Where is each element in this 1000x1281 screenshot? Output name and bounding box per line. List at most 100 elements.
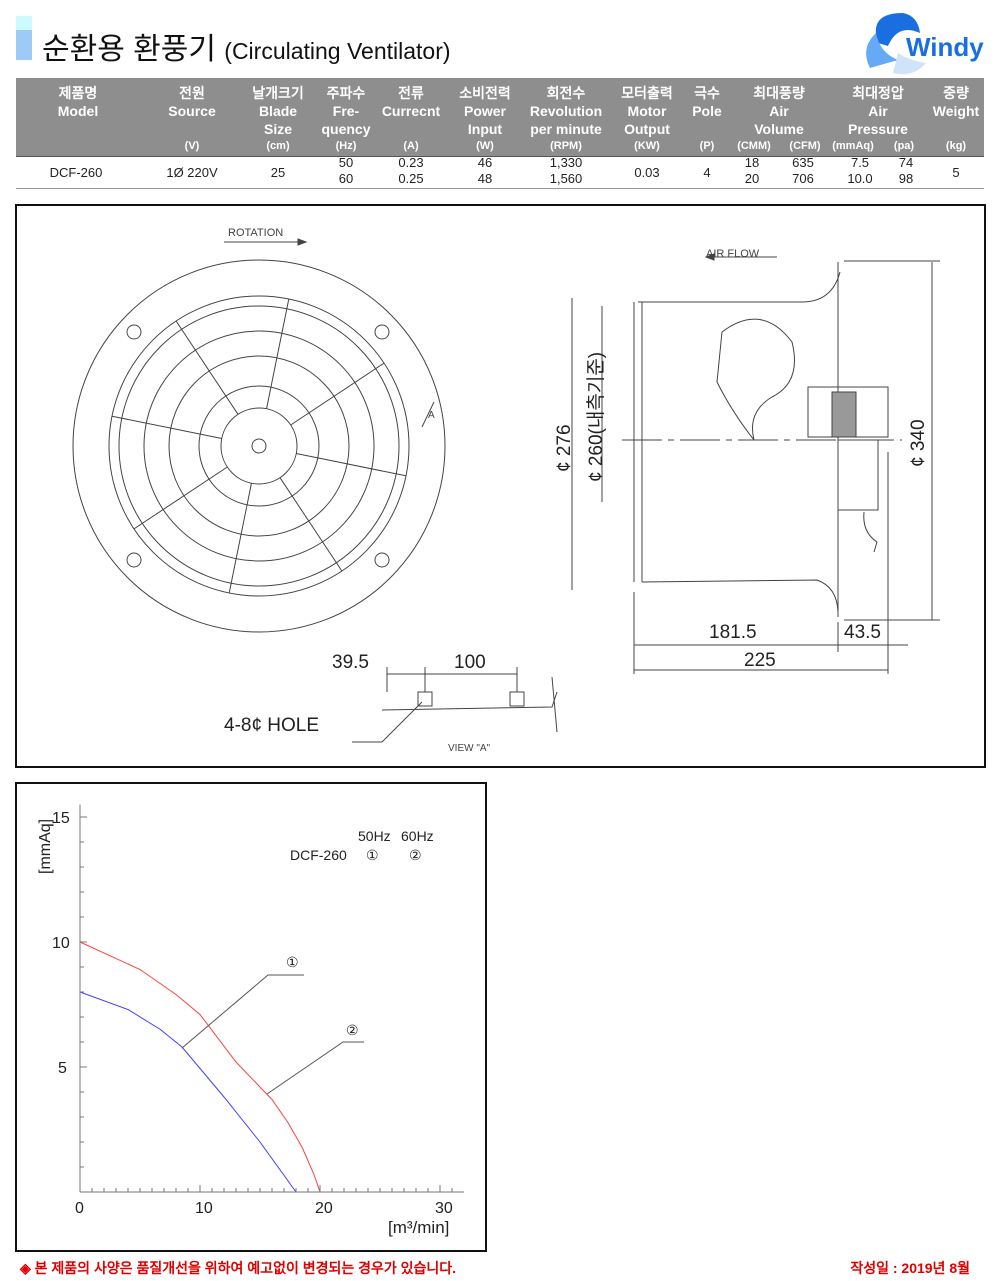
column-unit: (pa) xyxy=(893,140,915,152)
column-header-en: Currecnt xyxy=(381,103,441,119)
notice-text: ◈ 본 제품의 사양은 품질개선을 위하여 예고없이 변경되는 경우가 있습니다… xyxy=(20,1260,457,1276)
column-header: 제품명 Model xyxy=(46,84,110,120)
technical-drawing: ROTATION A AIR FLOW ¢ 276 ¢ 260(내측기준) ¢ … xyxy=(15,204,986,768)
table-cell: 0.25 xyxy=(398,171,424,186)
column-header-ko: 전류 xyxy=(398,85,424,101)
y-tick-label: 15 xyxy=(52,810,70,827)
page-title: 순환용 환풍기 (Circulating Ventilator) xyxy=(42,33,451,66)
table-cell: 18 xyxy=(744,155,760,170)
column-header-en: Pole xyxy=(692,103,722,119)
column-header: 전류 Currecnt xyxy=(379,84,443,120)
table-cell: 1,560 xyxy=(549,171,583,186)
spec-table-header xyxy=(16,78,984,157)
table-cell: 0.23 xyxy=(398,155,424,170)
dim-39-5: 39.5 xyxy=(332,652,369,673)
callout-1-line xyxy=(181,974,304,1049)
table-cell: 74 xyxy=(898,155,914,170)
table-cell: 1Ø 220V xyxy=(166,165,218,180)
column-header-en: Model xyxy=(57,103,99,119)
column-header-en: Air Pressure xyxy=(848,103,908,137)
legend-60hz: 60Hz xyxy=(401,828,434,844)
dim-276: ¢ 276 xyxy=(554,424,575,472)
front-view xyxy=(72,238,446,633)
guard-spoke xyxy=(111,415,222,439)
view-a-label: VIEW "A" xyxy=(448,743,491,754)
guard-spoke xyxy=(290,362,385,426)
column-unit: (CMM) xyxy=(737,140,771,152)
dim-225: 225 xyxy=(744,650,776,671)
column-unit: (A) xyxy=(403,140,419,152)
table-cell: 25 xyxy=(270,165,286,180)
date-text: 작성일 : 2019년 8월 xyxy=(850,1260,970,1276)
windy-logo: Windy xyxy=(866,13,984,75)
column-header-en: Revolution per minute xyxy=(529,103,603,137)
y-tick-label: 10 xyxy=(52,935,70,952)
title-accent-bottom xyxy=(16,30,32,60)
series-line-50hz xyxy=(79,991,297,1193)
column-header-ko: 날개크기 xyxy=(252,85,304,101)
column-header: 회전수 Revolution per minute xyxy=(526,84,606,138)
logo-text: Windy xyxy=(906,32,984,62)
column-header-en: Power Input xyxy=(463,103,506,137)
legend-model: DCF-260 xyxy=(290,847,347,863)
column-unit: (V) xyxy=(184,140,200,152)
column-header-en: Source xyxy=(168,103,216,119)
column-header-ko: 중량 xyxy=(943,85,969,101)
column-header-ko: 모터출력 xyxy=(621,85,673,101)
guard-spoke xyxy=(228,483,252,594)
x-tick-label: 30 xyxy=(435,1200,453,1217)
callout-2-line xyxy=(266,1041,364,1095)
table-cell: 7.5 xyxy=(850,155,870,170)
column-unit: (mmAq) xyxy=(832,140,874,152)
dim-260: ¢ 260(내측기준) xyxy=(585,352,607,482)
table-cell: 60 xyxy=(338,171,354,186)
legend-marker-1: ① xyxy=(366,847,379,863)
callout-1-label: ① xyxy=(286,954,299,970)
table-cell: 635 xyxy=(792,155,814,170)
column-header: 날개크기 Blade Size xyxy=(246,84,310,138)
dim-43-5: 43.5 xyxy=(844,622,881,643)
dim-181-5: 181.5 xyxy=(709,622,757,643)
column-unit: (RPM) xyxy=(550,140,582,152)
air-flow-label: AIR FLOW xyxy=(706,248,760,260)
legend-marker-2: ② xyxy=(409,847,422,863)
column-unit: (KW) xyxy=(634,140,660,152)
table-cell: 706 xyxy=(792,171,814,186)
view-a-detail xyxy=(352,667,558,743)
column-header-en: Air Volume xyxy=(754,103,804,137)
table-cell: 98 xyxy=(898,171,914,186)
column-unit: (Hz) xyxy=(335,140,357,152)
series-line-60hz xyxy=(79,941,321,1193)
rotation-label: ROTATION xyxy=(228,227,283,239)
column-header-en: Blade Size xyxy=(258,103,298,137)
hole-label: 4-8¢ HOLE xyxy=(224,715,319,736)
y-axis-label: [mmAq] xyxy=(37,819,54,874)
column-header-ko: 극수 xyxy=(694,85,720,101)
column-header-ko: 전원 xyxy=(179,85,205,101)
column-header-ko: 소비전력 xyxy=(459,85,511,101)
column-unit: (P) xyxy=(699,140,715,152)
column-header-ko: 주파수 xyxy=(326,85,366,101)
guard-spoke xyxy=(266,298,290,409)
x-tick-label: 20 xyxy=(315,1200,333,1217)
callout-2-label: ② xyxy=(346,1022,359,1038)
arrow-a-label: A xyxy=(428,410,435,421)
column-header-ko: 제품명 xyxy=(58,85,98,101)
column-header-en: Fre- quency xyxy=(321,103,371,137)
title-accent-top xyxy=(16,16,32,30)
table-cell: 20 xyxy=(744,171,760,186)
column-unit: (cm) xyxy=(266,140,290,152)
x-tick-label: 0 xyxy=(75,1200,84,1217)
table-cell: 48 xyxy=(477,171,493,186)
column-header: 극수 Pole xyxy=(675,84,739,120)
column-header-ko: 회전수 xyxy=(546,85,586,101)
y-tick-label: 5 xyxy=(58,1060,67,1077)
side-view xyxy=(571,253,940,674)
column-unit: (kg) xyxy=(945,140,967,152)
table-cell: 5 xyxy=(952,165,960,180)
legend-50hz: 50Hz xyxy=(358,828,391,844)
